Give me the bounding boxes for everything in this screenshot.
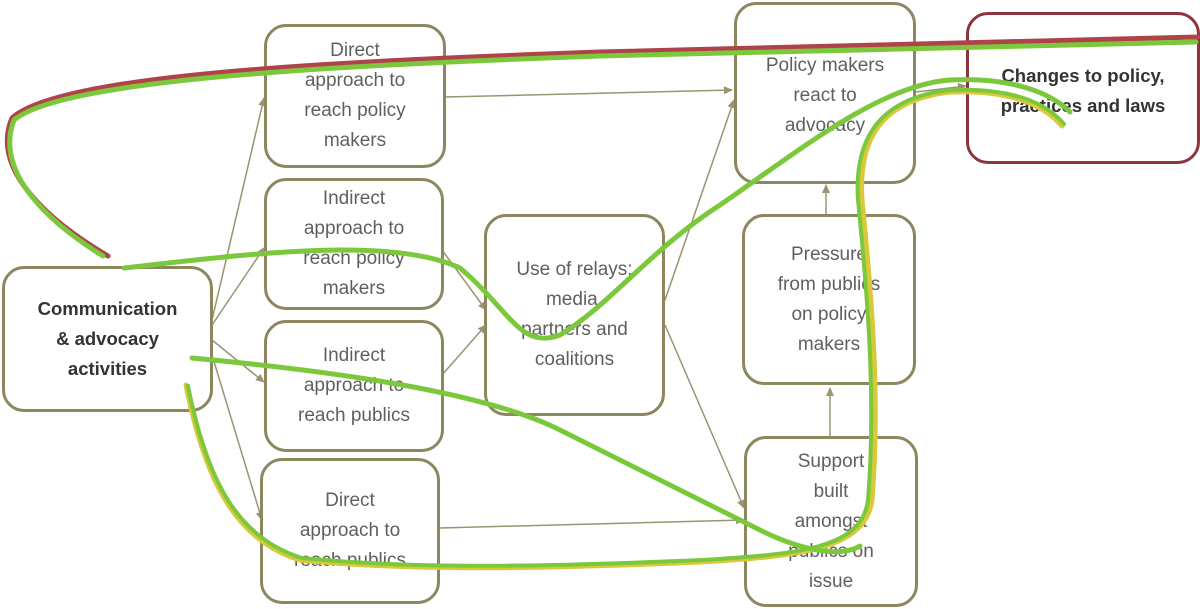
pathway-red-top-loop	[4, 34, 1200, 259]
node-communication-advocacy: Communication & advocacy activities	[2, 266, 213, 412]
node-policy-makers-react: Policy makers react to advocacy	[734, 2, 916, 184]
pathway-green-relays	[121, 77, 1073, 341]
pathway-green-top-loop	[7, 39, 1199, 259]
node-indirect-policy-label: Indirect approach to reach policy makers	[303, 188, 405, 299]
node-use-of-relays: Use of relays: media, partners and coali…	[484, 214, 665, 416]
arrow-relays-to-support	[664, 324, 745, 509]
arrow-indirect-policy-to-relays	[441, 249, 487, 311]
node-communication-label: Communication & advocacy activities	[37, 298, 178, 379]
node-direct-approach-publics: Direct approach to reach publics	[260, 458, 440, 604]
arrow-comm-to-direct-publics	[211, 354, 264, 521]
node-indirect-approach-policy: Indirect approach to reach policy makers	[264, 178, 444, 310]
node-direct-approach-policy: Direct approach to reach policy makers	[264, 24, 446, 168]
arrow-direct-policy-to-react	[444, 86, 733, 98]
arrow-comm-to-indirect-policy	[211, 247, 265, 326]
pathway-yellow-publics	[183, 89, 1065, 571]
node-changes-label: Changes to policy, practices and laws	[1000, 65, 1166, 116]
arrow-relays-to-react	[664, 99, 736, 301]
node-policy-react-label: Policy makers react to advocacy	[765, 55, 885, 136]
node-pressure-from-publics: Pressure from publics on policy makers	[742, 214, 916, 385]
arrow-direct-publics-to-support	[439, 516, 745, 529]
pathway-green-indirect-publics	[189, 355, 863, 555]
node-direct-policy-label: Direct approach to reach policy makers	[304, 40, 406, 151]
arrow-react-to-changes	[915, 82, 967, 93]
node-indirect-approach-publics: Indirect approach to reach publics	[264, 320, 444, 452]
arrow-comm-to-direct-policy	[211, 97, 267, 321]
arrow-indirect-publics-to-relays	[441, 324, 487, 376]
pathway-green-publics	[186, 87, 1066, 568]
